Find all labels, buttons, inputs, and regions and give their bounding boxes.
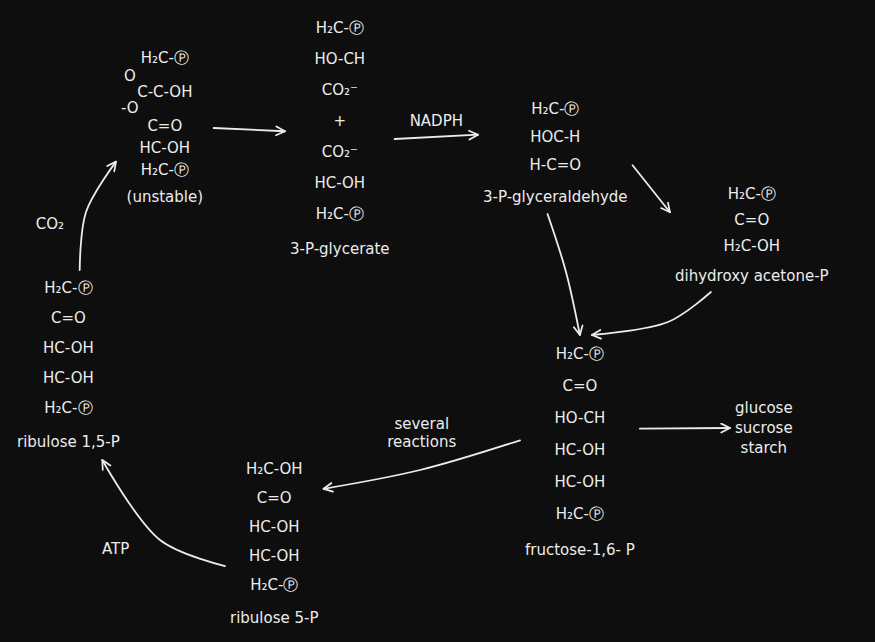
formula-line: HC-OH <box>525 434 635 466</box>
formula-line: H-C=O <box>483 151 628 179</box>
reaction-arrow <box>80 162 116 270</box>
molecule-node: glucose sucrose starch <box>730 395 798 461</box>
edge-label: CO₂ <box>33 214 67 234</box>
formula-line: C=O <box>17 303 120 333</box>
molecule-node: H₂C-ⓅC=OHC-OHHC-OHH₂C-Ⓟribulose 1,5-P <box>12 270 125 460</box>
molecule-name: ribulose 1,5-P <box>17 427 120 457</box>
formula-line: HC-OH <box>17 363 120 393</box>
reaction-arrow <box>592 292 711 335</box>
molecule-name: dihydroxy acetone-P <box>675 263 829 289</box>
formula-line: C=O <box>525 370 635 402</box>
reaction-arrow <box>633 165 670 212</box>
molecule-name: 3-P-glyceraldehyde <box>483 183 628 211</box>
molecule-name: 3-P-glycerate <box>290 234 390 265</box>
formula-line: H₂C-Ⓟ <box>525 338 635 370</box>
formula-line: HC-OH <box>525 466 635 498</box>
reaction-arrow <box>214 128 285 131</box>
formula-line: H₂C-Ⓟ <box>121 159 209 181</box>
formula-line: + <box>290 106 390 137</box>
formula-line: CO₂⁻ <box>290 137 390 168</box>
molecule-node: H₂C-ⓅC=OHO-CHHC-OHHC-OHH₂C-Ⓟfructose-1,6… <box>520 335 640 569</box>
molecule-node: H₂C-ⓅOC-C-OH-OC=OHC-OHH₂C-Ⓟ(unstable) <box>116 44 214 212</box>
formula-line: H₂C-Ⓟ <box>290 13 390 44</box>
formula-line: C-C-OH <box>121 83 209 101</box>
formula-line: H₂C-Ⓟ <box>483 95 628 123</box>
formula-line: -O <box>121 101 139 115</box>
reaction-arrow <box>548 214 580 335</box>
formula-line: H₂C-Ⓟ <box>17 393 120 423</box>
molecule-name: ribulose 5-P <box>230 604 319 633</box>
formula-line: H₂C-Ⓟ <box>17 273 120 303</box>
formula-line: HC-OH <box>121 137 209 159</box>
formula-line: HC-OH <box>230 513 319 542</box>
formula-line: H₂C-Ⓟ <box>230 571 319 600</box>
formula-line: H₂C-Ⓟ <box>121 47 209 69</box>
formula-line: C=O <box>675 207 829 233</box>
formula-line: HOC-H <box>483 123 628 151</box>
molecule-name: fructose-1,6- P <box>525 534 635 566</box>
formula-line: H₂C-Ⓟ <box>290 199 390 230</box>
molecule-node: H₂C-OHC=OHC-OHHC-OHH₂C-Ⓟribulose 5-P <box>225 452 324 636</box>
formula-line: HC-OH <box>290 168 390 199</box>
formula-line: CO₂⁻ <box>290 75 390 106</box>
molecule-node: H₂C-ⓅC=OH₂C-OH dihydroxy acetone-P <box>670 178 834 292</box>
molecule-name: glucose sucrose starch <box>735 398 793 458</box>
formula-line: H₂C-OH <box>675 233 829 259</box>
edge-label: several reactions <box>384 414 459 452</box>
molecule-name: (unstable) <box>121 185 209 209</box>
formula-line: H₂C-OH <box>230 455 319 484</box>
reaction-arrow <box>395 135 478 139</box>
formula-line: HO-CH <box>290 44 390 75</box>
formula-line: HC-OH <box>17 333 120 363</box>
formula-line: H₂C-Ⓟ <box>525 498 635 530</box>
edge-label: ATP <box>99 539 132 559</box>
formula-line: C=O <box>230 484 319 513</box>
formula-line: HO-CH <box>525 402 635 434</box>
edge-label: NADPH <box>407 111 466 131</box>
formula-line: C=O <box>121 115 209 137</box>
molecule-node: H₂C-ⓅHO-CHCO₂⁻+CO₂⁻HC-OHH₂C-Ⓟ3-P-glycera… <box>285 10 395 268</box>
formula-line: O <box>121 69 139 83</box>
formula-line: H₂C-Ⓟ <box>675 181 829 207</box>
formula-line: HC-OH <box>230 542 319 571</box>
reaction-arrow <box>640 427 730 429</box>
molecule-node: H₂C-ⓅHOC-HH-C=O 3-P-glyceraldehyde <box>478 92 633 214</box>
